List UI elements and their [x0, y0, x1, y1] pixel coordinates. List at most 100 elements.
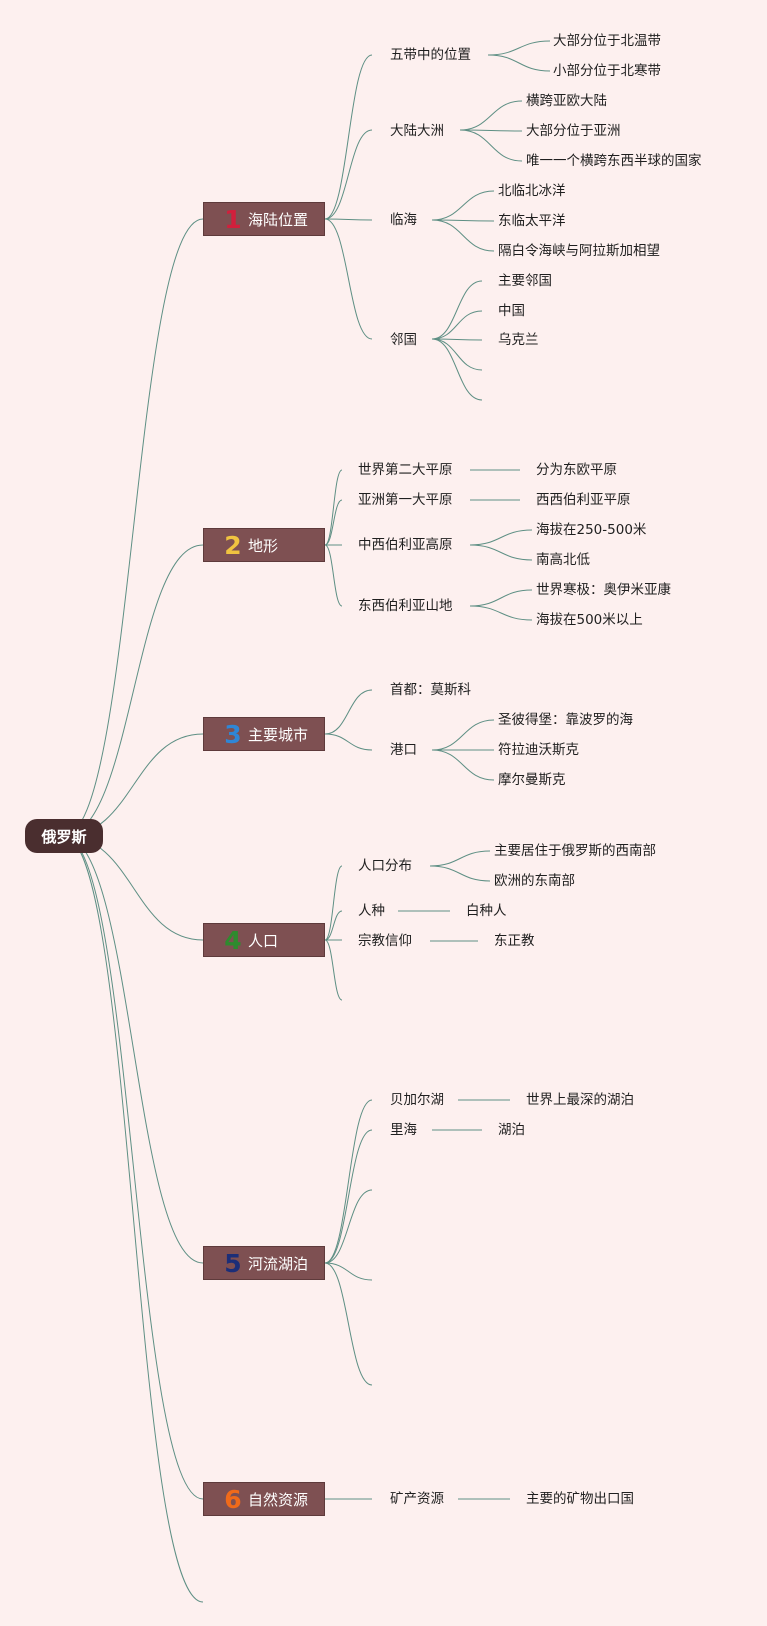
subtopic-label[interactable]: 白种人	[466, 903, 507, 919]
connector-line	[324, 1262, 373, 1281]
connector-line	[324, 544, 343, 607]
connector-line	[431, 310, 483, 340]
topic-label[interactable]: 邻国	[390, 332, 417, 348]
branch-node-population[interactable]: 4 人口	[203, 923, 325, 957]
connector-line	[324, 1262, 373, 1386]
connector-line	[469, 544, 533, 561]
connector-line	[324, 1189, 373, 1264]
subtopic-label[interactable]: 分为东欧平原	[536, 462, 617, 478]
branch-label: 主要城市	[248, 725, 309, 744]
root-branch-link	[63, 218, 204, 837]
connector-line	[431, 719, 495, 751]
branch-label: 自然资源	[248, 1490, 309, 1509]
connector-line	[431, 219, 495, 222]
connector-line	[431, 190, 495, 221]
topic-label[interactable]: 矿产资源	[390, 1491, 444, 1507]
subtopic-label[interactable]: 北临北冰洋	[498, 183, 566, 199]
branch-label: 人口	[248, 931, 279, 950]
root-label: 俄罗斯	[41, 827, 87, 846]
connector-line	[324, 1099, 373, 1264]
topic-label[interactable]: 宗教信仰	[358, 933, 412, 949]
connector-line	[469, 529, 533, 546]
connector-line	[324, 218, 373, 340]
subtopic-label[interactable]: 小部分位于北寒带	[553, 63, 661, 79]
topic-label[interactable]: 港口	[390, 742, 417, 758]
subtopic-label[interactable]: 东临太平洋	[498, 213, 566, 229]
root-branch-link	[63, 544, 204, 837]
connector-line	[469, 605, 533, 621]
subtopic-label[interactable]: 唯一一个横跨东西半球的国家	[526, 153, 702, 169]
subtopic-label[interactable]: 乌克兰	[498, 332, 539, 348]
connector-line	[431, 280, 483, 340]
subtopic-label[interactable]: 中国	[498, 303, 525, 319]
connector-line	[324, 469, 343, 546]
connector-line	[469, 589, 533, 607]
connector-line	[324, 865, 343, 941]
subtopic-label[interactable]: 主要居住于俄罗斯的西南部	[494, 843, 656, 859]
branch-node-natural-resources[interactable]: 6 自然资源	[203, 1482, 325, 1516]
branch-node-terrain[interactable]: 2 地形	[203, 528, 325, 562]
connector-line	[459, 129, 523, 162]
subtopic-label[interactable]: 符拉迪沃斯克	[498, 742, 579, 758]
number-badge-2: 2	[224, 530, 242, 560]
subtopic-label[interactable]: 世界寒极：奥伊米亚康	[536, 582, 671, 598]
number-badge-5: 5	[224, 1248, 242, 1278]
connector-line	[324, 1129, 373, 1264]
subtopic-label[interactable]: 隔白令海峡与阿拉斯加相望	[498, 243, 660, 259]
root-branch-link	[63, 835, 204, 1264]
root-branch-link	[63, 835, 204, 1500]
subtopic-label[interactable]: 大部分位于北温带	[553, 33, 661, 49]
topic-label[interactable]: 东西伯利亚山地	[358, 598, 453, 614]
number-badge-3: 3	[224, 719, 242, 749]
topic-label[interactable]: 首都：莫斯科	[390, 682, 471, 698]
topic-label[interactable]: 人种	[358, 903, 385, 919]
subtopic-label[interactable]: 大部分位于亚洲	[526, 123, 621, 139]
connector-line	[324, 129, 373, 220]
branch-label: 地形	[248, 536, 279, 555]
topic-label[interactable]: 中西伯利亚高原	[358, 537, 453, 553]
connector-line	[324, 939, 343, 1001]
branch-node-sea-land-position[interactable]: 1 海陆位置	[203, 202, 325, 236]
connector-line	[431, 338, 483, 371]
connector-line	[459, 100, 523, 131]
subtopic-label[interactable]: 南高北低	[536, 552, 590, 568]
topic-label[interactable]: 世界第二大平原	[358, 462, 453, 478]
connector-line	[431, 749, 495, 781]
topic-label[interactable]: 亚洲第一大平原	[358, 492, 453, 508]
connector-line	[324, 218, 373, 221]
subtopic-label[interactable]: 圣彼得堡：靠波罗的海	[498, 712, 633, 728]
branch-label: 海陆位置	[248, 210, 309, 229]
subtopic-label[interactable]: 海拔在500米以上	[536, 612, 643, 628]
connector-line	[324, 54, 373, 220]
root-node[interactable]: 俄罗斯	[25, 819, 103, 853]
connector-line	[324, 689, 373, 735]
branch-node-major-cities[interactable]: 3 主要城市	[203, 717, 325, 751]
topic-label[interactable]: 大陆大洲	[390, 123, 444, 139]
subtopic-label[interactable]: 摩尔曼斯克	[498, 772, 566, 788]
branch-node-rivers-lakes[interactable]: 5 河流湖泊	[203, 1246, 325, 1280]
connector-line	[459, 129, 523, 132]
subtopic-label[interactable]: 海拔在250-500米	[536, 522, 647, 538]
topic-label[interactable]: 里海	[390, 1122, 417, 1138]
subtopic-label[interactable]: 横跨亚欧大陆	[526, 93, 607, 109]
topic-label[interactable]: 人口分布	[358, 858, 412, 874]
subtopic-label[interactable]: 西西伯利亚平原	[536, 492, 631, 508]
number-badge-4: 4	[224, 925, 242, 955]
connector-line	[429, 865, 491, 882]
subtopic-label[interactable]: 世界上最深的湖泊	[526, 1092, 634, 1108]
topic-label[interactable]: 贝加尔湖	[390, 1092, 444, 1108]
root-branch-link	[63, 835, 204, 1603]
connector-line	[431, 219, 495, 252]
topic-label[interactable]: 五带中的位置	[390, 47, 471, 63]
subtopic-label[interactable]: 东正教	[494, 933, 535, 949]
connector-line	[324, 910, 343, 941]
subtopic-label[interactable]: 湖泊	[498, 1122, 525, 1138]
connector-line	[487, 40, 551, 56]
subtopic-label[interactable]: 主要的矿物出口国	[526, 1491, 634, 1507]
subtopic-label[interactable]: 主要邻国	[498, 273, 552, 289]
topic-label[interactable]: 临海	[390, 212, 417, 228]
subtopic-label[interactable]: 欧洲的东南部	[494, 873, 575, 889]
connector-line	[431, 338, 483, 341]
branch-label: 河流湖泊	[248, 1254, 309, 1273]
